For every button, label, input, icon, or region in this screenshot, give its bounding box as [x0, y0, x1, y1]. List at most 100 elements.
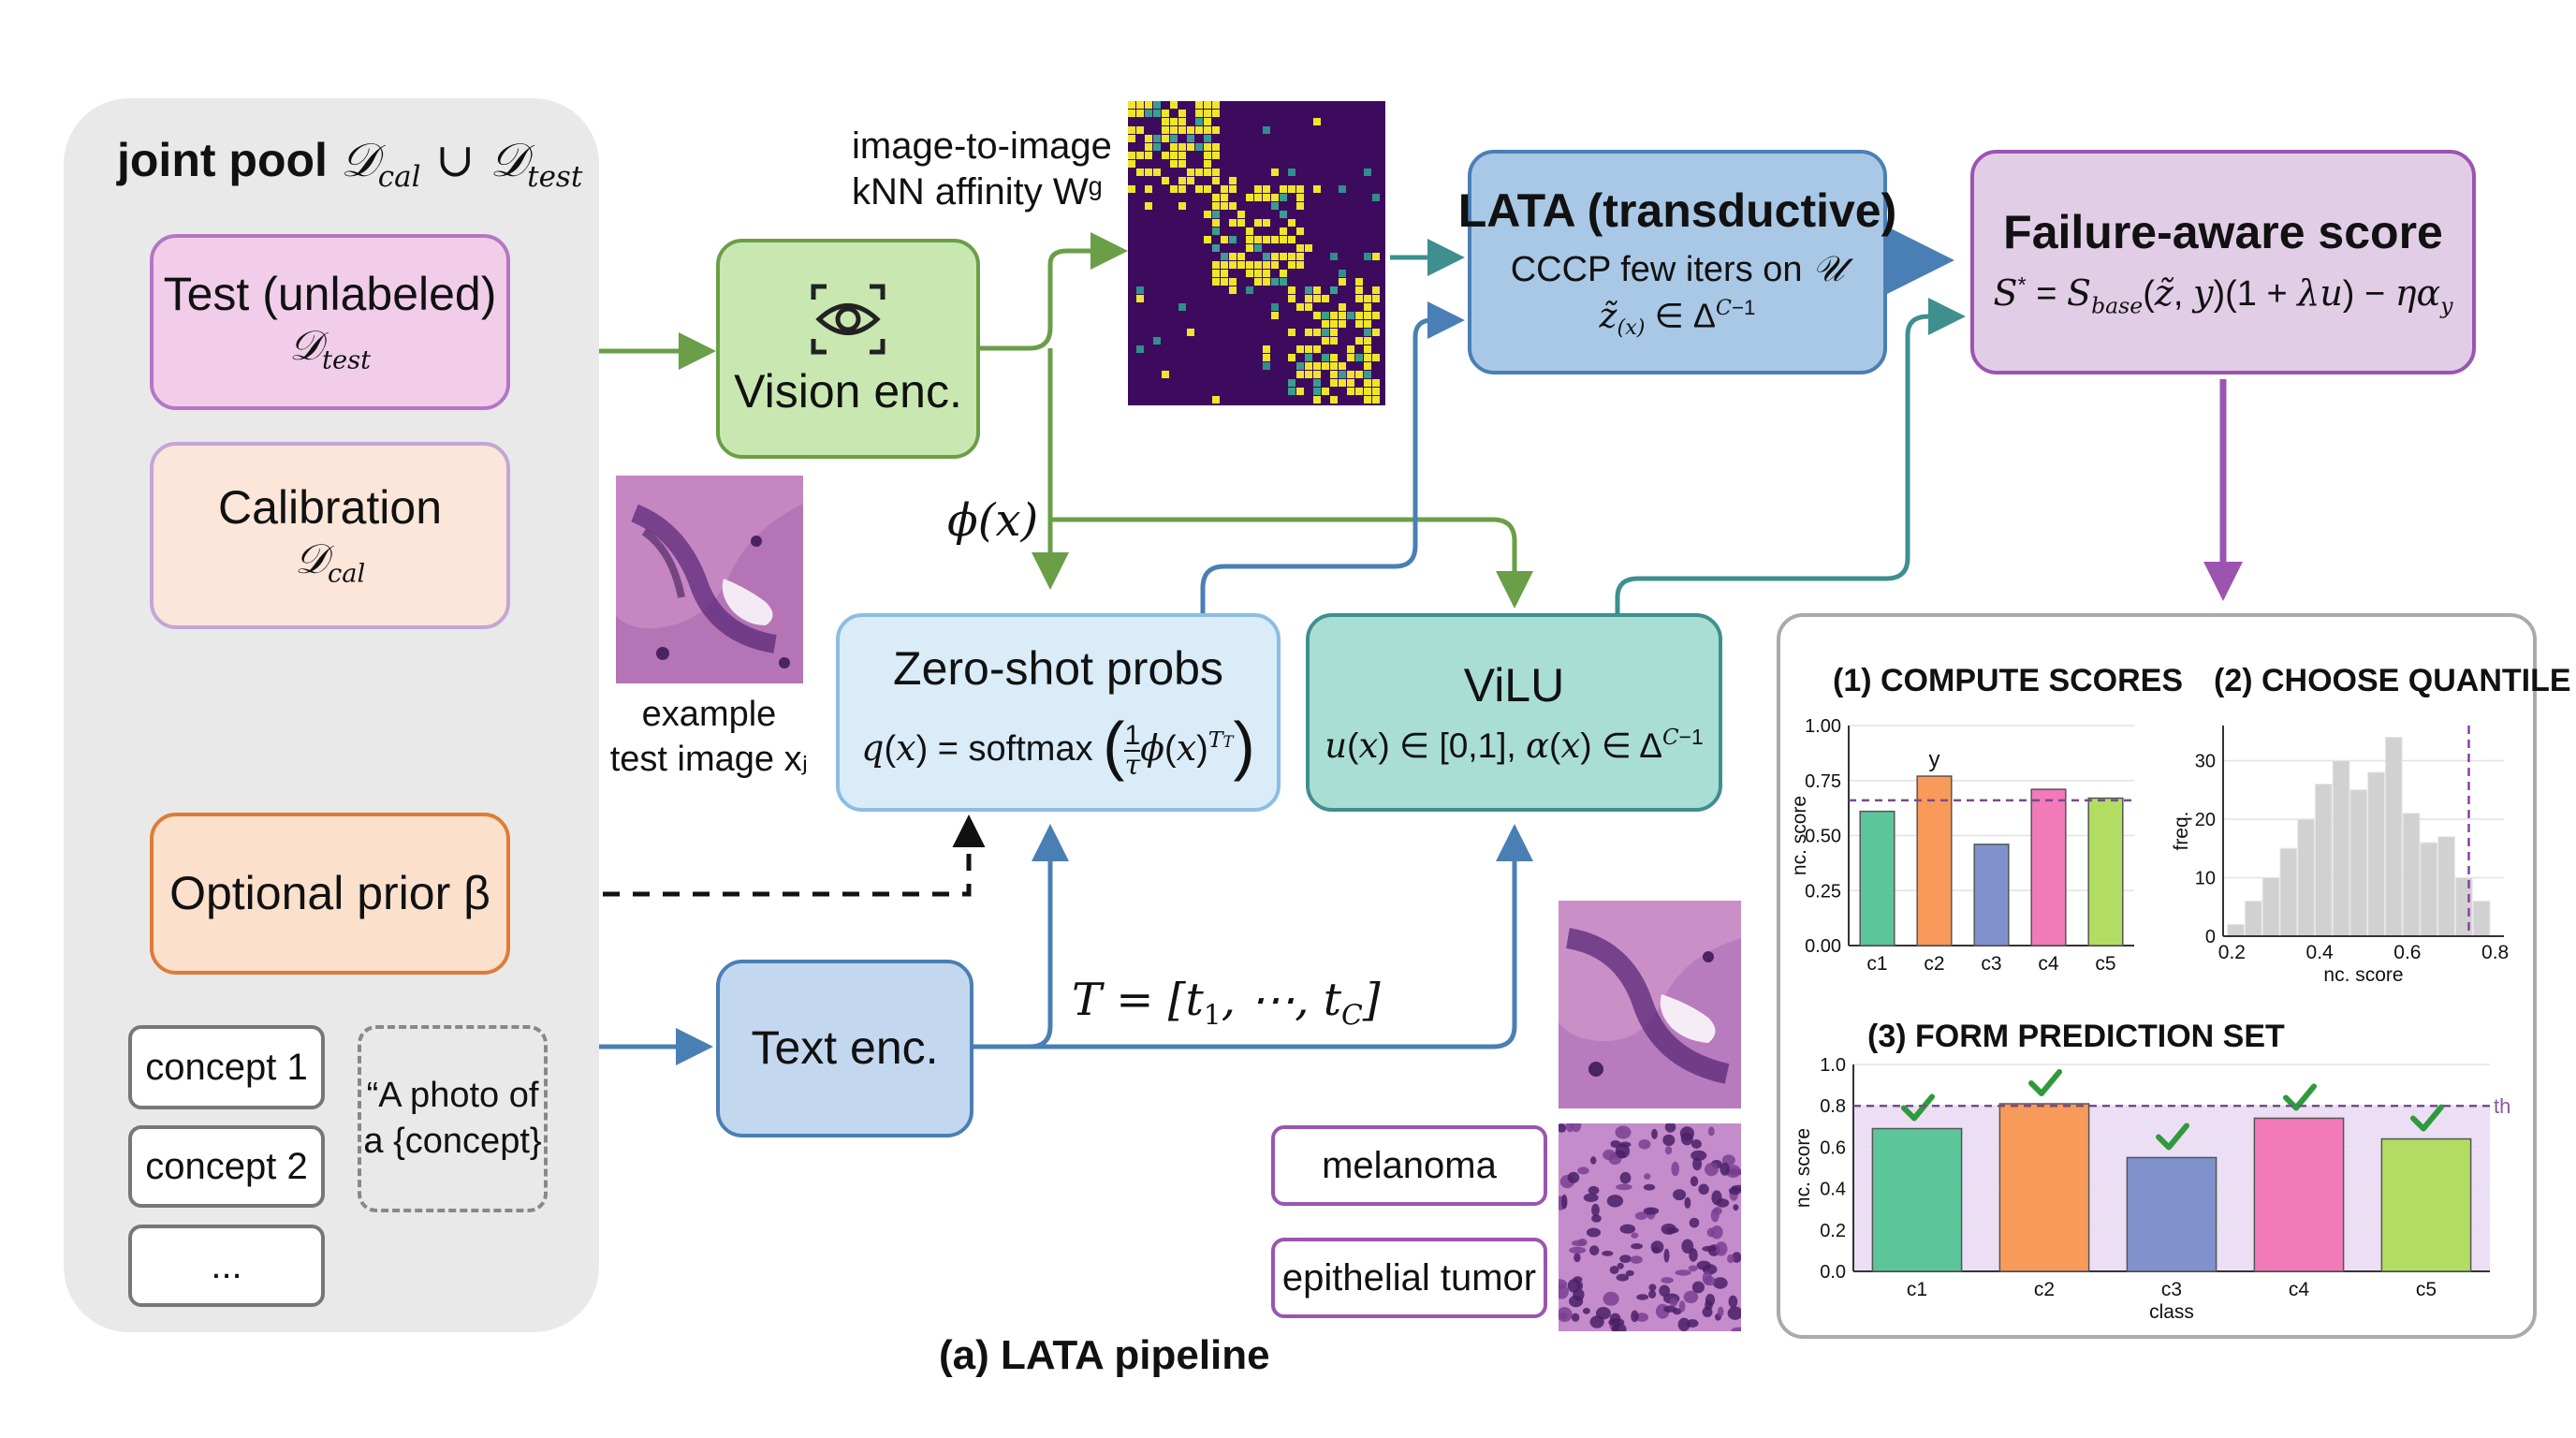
cell-nucleus: [1690, 1139, 1702, 1149]
affinity-cell: [1296, 388, 1304, 395]
failure-aware-score-box[interactable]: Failure-aware score S* = Sbase(z̃, y)(1 …: [1970, 150, 2476, 374]
affinity-cell: [1212, 202, 1220, 210]
cell-nucleus: [1582, 1307, 1590, 1314]
cell-nucleus: [1669, 1298, 1678, 1307]
histogram-bar: [2384, 737, 2403, 937]
label-melanoma[interactable]: melanoma: [1271, 1125, 1547, 1206]
affinity-cell: [1322, 388, 1329, 395]
affinity-cell: [1178, 118, 1186, 125]
test-set-symbol: 𝒟test: [288, 321, 372, 375]
histology-image-melanoma: [1559, 901, 1741, 1108]
cell-nucleus: [1690, 1176, 1699, 1187]
cell-nucleus: [1661, 1277, 1674, 1284]
cell-nucleus: [1689, 1248, 1698, 1262]
affinity-cell: [1355, 388, 1363, 395]
affinity-cell: [1322, 320, 1329, 328]
affinity-cell: [1246, 227, 1253, 235]
affinity-cell: [1212, 194, 1220, 201]
affinity-cell: [1229, 278, 1237, 286]
affinity-cell: [1128, 185, 1135, 193]
x-tick-label: c3: [2161, 1279, 2182, 1300]
cell-nucleus: [1619, 1255, 1632, 1263]
affinity-cell: [1280, 236, 1287, 243]
affinity-cell: [1288, 185, 1295, 193]
affinity-cell: [1136, 345, 1144, 353]
x-tick-label: c2: [1924, 953, 1944, 975]
affinity-cell: [1296, 253, 1304, 260]
affinity-cell: [1263, 278, 1270, 286]
affinity-cell: [1296, 185, 1304, 193]
histology-image-epithelial: [1559, 1123, 1741, 1331]
affinity-cell: [1305, 354, 1312, 361]
affinity-cell: [1221, 261, 1228, 269]
vision-encoder-box[interactable]: Vision enc.: [716, 239, 980, 459]
affinity-cell: [1330, 312, 1338, 319]
cell-nucleus: [1677, 1317, 1690, 1331]
affinity-cell: [1170, 185, 1178, 193]
affinity-cell: [1372, 286, 1380, 294]
cell-nucleus: [1678, 1300, 1686, 1313]
optional-prior-box[interactable]: Optional prior β: [150, 813, 510, 975]
bar-c2: [1916, 775, 1953, 946]
affinity-cell: [1128, 101, 1135, 109]
affinity-cell: [1364, 337, 1371, 345]
affinity-cell: [1195, 143, 1203, 151]
bar-c5: [2380, 1137, 2472, 1272]
affinity-cell: [1313, 345, 1321, 353]
affinity-cell: [1263, 261, 1270, 269]
affinity-cell: [1162, 152, 1169, 159]
affinity-cell: [1195, 110, 1203, 117]
affinity-cell: [1263, 354, 1270, 361]
affinity-cell: [1364, 388, 1371, 395]
affinity-cell: [1372, 194, 1380, 201]
affinity-cell: [1229, 236, 1237, 243]
cell-nucleus: [1609, 1266, 1619, 1274]
affinity-cell: [1280, 270, 1287, 277]
affinity-cell: [1204, 160, 1211, 168]
cell-nucleus: [1613, 1323, 1627, 1331]
affinity-cell: [1330, 379, 1338, 387]
affinity-cell: [1246, 286, 1253, 294]
concept-1-pill[interactable]: concept 1: [128, 1025, 325, 1109]
affinity-cell: [1212, 143, 1220, 151]
affinity-cell: [1246, 194, 1253, 201]
affinity-cell: [1195, 126, 1203, 134]
test-unlabeled-box[interactable]: Test (unlabeled) 𝒟test: [150, 234, 510, 410]
affinity-cell: [1212, 261, 1220, 269]
cell-nucleus: [1573, 1253, 1581, 1263]
check-icon: [2028, 1068, 2062, 1096]
cell-nucleus: [1602, 1250, 1614, 1256]
affinity-cell: [1372, 329, 1380, 336]
histogram-bar: [2297, 818, 2315, 937]
affinity-cell: [1246, 261, 1253, 269]
vilu-box[interactable]: ViLU u(x) ∈ [0,1], α(x) ∈ ΔC−1: [1306, 613, 1722, 812]
calibration-box[interactable]: Calibration 𝒟cal: [150, 442, 510, 629]
x-tick-label: c5: [2095, 953, 2115, 975]
label-epithelial-tumor[interactable]: epithelial tumor: [1271, 1238, 1547, 1318]
affinity-cell: [1305, 295, 1312, 302]
cell-nucleus: [1698, 1183, 1709, 1196]
histogram-bar: [2244, 901, 2262, 937]
affinity-cell: [1263, 362, 1270, 370]
affinity-label: image-to-image kNN affinity Wᵍ: [852, 125, 1112, 213]
affinity-cell: [1145, 169, 1152, 176]
lata-transductive-box[interactable]: LATA (transductive) CCCP few iters on 𝒰 …: [1458, 150, 1896, 374]
prompt-template-box[interactable]: “A photo of a {concept}: [358, 1025, 548, 1212]
affinity-cell: [1330, 320, 1338, 328]
text-encoder-box[interactable]: Text enc.: [716, 960, 973, 1137]
concept-more-pill[interactable]: ...: [128, 1225, 325, 1307]
affinity-cell: [1221, 202, 1228, 210]
affinity-cell: [1145, 110, 1152, 117]
affinity-cell: [1153, 101, 1161, 109]
cell-nucleus: [1661, 1223, 1676, 1235]
example-image-caption: example test image xⱼ: [609, 695, 809, 779]
affinity-cell: [1263, 270, 1270, 277]
concept-2-pill[interactable]: concept 2: [128, 1125, 325, 1208]
affinity-cell: [1330, 362, 1338, 370]
cell-nucleus: [1589, 1315, 1604, 1328]
cell-nucleus: [1648, 1284, 1657, 1292]
affinity-cell: [1221, 236, 1228, 243]
vilu-formula: u(x) ∈ [0,1], α(x) ∈ ΔC−1: [1325, 724, 1704, 766]
